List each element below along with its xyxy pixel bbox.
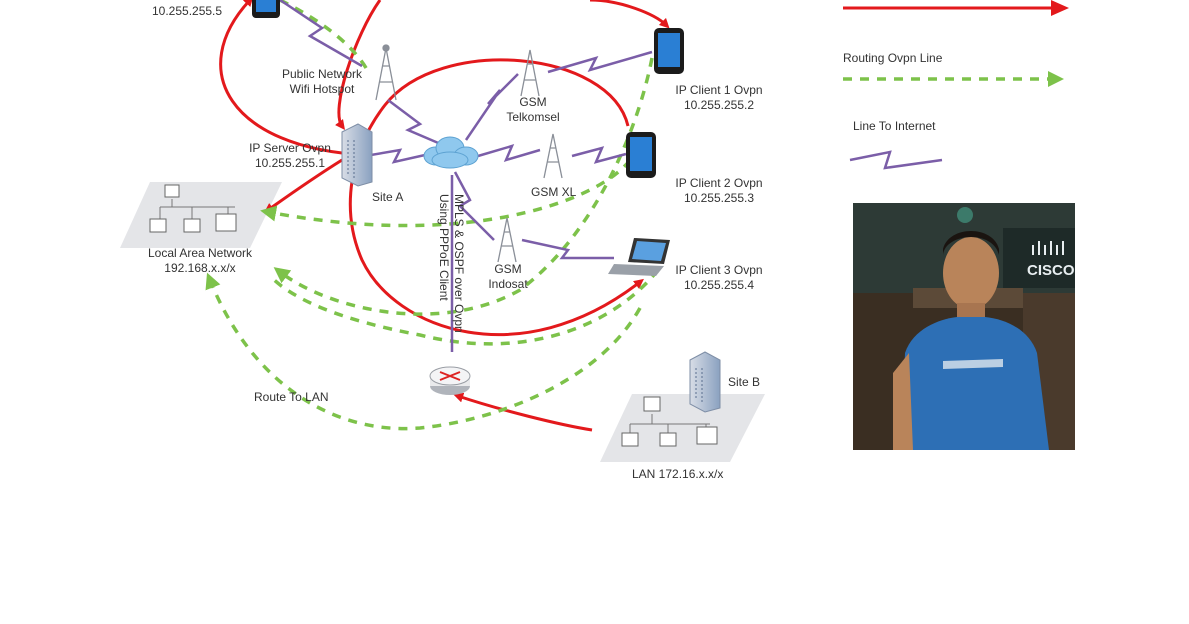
- mpls-label: MPLS & OSPF over Ovpn Using PPPoE Client: [436, 194, 466, 333]
- router-icon: [429, 366, 471, 395]
- server-line2: 10.255.255.1: [254, 156, 326, 170]
- phone-icon-top: [252, 0, 280, 18]
- lan-a-line1: Local Area Network: [147, 246, 253, 260]
- tower-icon-wifi: [375, 44, 397, 101]
- phone-icon-client-2: [626, 132, 656, 178]
- wifi-hotspot-line1: Public Network: [281, 67, 363, 81]
- lan-site-a-platform: [120, 182, 282, 248]
- internet-cloud: [423, 136, 479, 169]
- client-3-line1: IP Client 3 Ovpn: [675, 263, 763, 277]
- client-3-line2: 10.255.255.4: [683, 278, 755, 292]
- tower-icon-xl: [543, 133, 563, 179]
- routing-ovpn-lines: [205, 0, 1064, 431]
- mpls-line1: MPLS & OSPF over Ovpn: [452, 194, 466, 333]
- building-icon-site-a: [341, 123, 373, 187]
- lan-a-label: Local Area Network 192.168.x.x/x: [140, 246, 260, 276]
- gsm-telkomsel-label: GSM Telkomsel: [494, 95, 572, 125]
- client-2-line1: IP Client 2 Ovpn: [675, 176, 763, 190]
- site-a-label: Site A: [372, 190, 404, 204]
- gsm-xl-label: GSM XL: [531, 185, 577, 199]
- server-line1: IP Server Ovpn: [249, 141, 331, 155]
- ovpn-tunnel-lines: [219, 0, 1069, 432]
- profile-photo: CISCO: [853, 203, 1075, 450]
- internet-lines: [279, 0, 943, 352]
- cisco-logo-text: CISCO: [1027, 262, 1075, 279]
- lan-a-line2: 192.168.x.x/x: [164, 261, 236, 275]
- laptop-icon-client-3: [608, 238, 670, 276]
- gsm-indosat-label: GSM Indosat: [480, 262, 536, 292]
- tower-icon-telkomsel: [520, 49, 540, 97]
- client-2-label: IP Client 2 Ovpn 10.255.255.3: [664, 176, 774, 206]
- tower-icon-indosat: [497, 217, 517, 263]
- client-1-line1: IP Client 1 Ovpn: [675, 83, 763, 97]
- building-icon-site-b: [689, 351, 721, 413]
- gsm-telkomsel-line2: Telkomsel: [506, 110, 560, 124]
- lan-b-label: LAN 172.16.x.x/x: [632, 467, 724, 481]
- top-client-ip-label: 10.255.255.5: [152, 4, 223, 18]
- client-1-line2: 10.255.255.2: [683, 98, 755, 112]
- gsm-indosat-line1: GSM: [494, 262, 522, 276]
- cisco-logo-icon: CISCO: [1027, 241, 1075, 279]
- client-1-label: IP Client 1 Ovpn 10.255.255.2: [664, 83, 774, 113]
- gsm-telkomsel-line1: GSM: [519, 95, 547, 109]
- site-b-label: Site B: [728, 375, 761, 389]
- phone-icon-client-1: [654, 28, 684, 74]
- legend-routing-label: Routing Ovpn Line: [843, 51, 943, 65]
- client-3-label: IP Client 3 Ovpn 10.255.255.4: [664, 263, 774, 293]
- server-label: IP Server Ovpn 10.255.255.1: [240, 141, 340, 171]
- wifi-hotspot-label: Public Network Wifi Hotspot: [272, 67, 372, 97]
- client-2-line2: 10.255.255.3: [683, 191, 755, 205]
- gsm-indosat-line2: Indosat: [488, 277, 528, 291]
- legend-internet-label: Line To Internet: [853, 119, 936, 133]
- route-to-lan-label: Route To LAN: [254, 390, 329, 404]
- mpls-line2: Using PPPoE Client: [437, 194, 451, 301]
- wifi-hotspot-line2: Wifi Hotspot: [289, 82, 355, 96]
- lan-site-b-platform: [600, 394, 765, 462]
